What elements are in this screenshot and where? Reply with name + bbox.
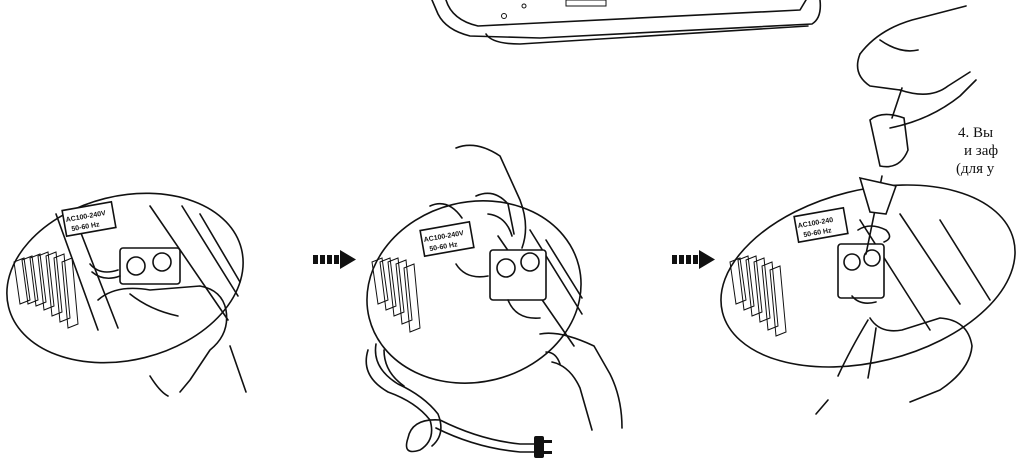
hand-icon [858,6,976,128]
device-body-top [432,0,820,44]
arrow-right-icon [672,250,715,269]
step-4-caption: 4. Вы и заф (для у [958,124,1017,178]
panel-2-insert-cable: AC100-240V 50-60 Hz [347,145,622,458]
caption-line-3: (для у [956,160,1017,178]
arrow-right-icon [313,250,356,269]
panel-1-connect-wires: AC100-240V 50-60 Hz [0,169,261,396]
caption-line-1: 4. Вы [958,124,1017,142]
power-plug-icon [534,436,552,458]
panel-3-fasten-screw: AC100-240 50-60 Hz [702,6,1017,414]
caption-line-2: и заф [958,142,1017,160]
